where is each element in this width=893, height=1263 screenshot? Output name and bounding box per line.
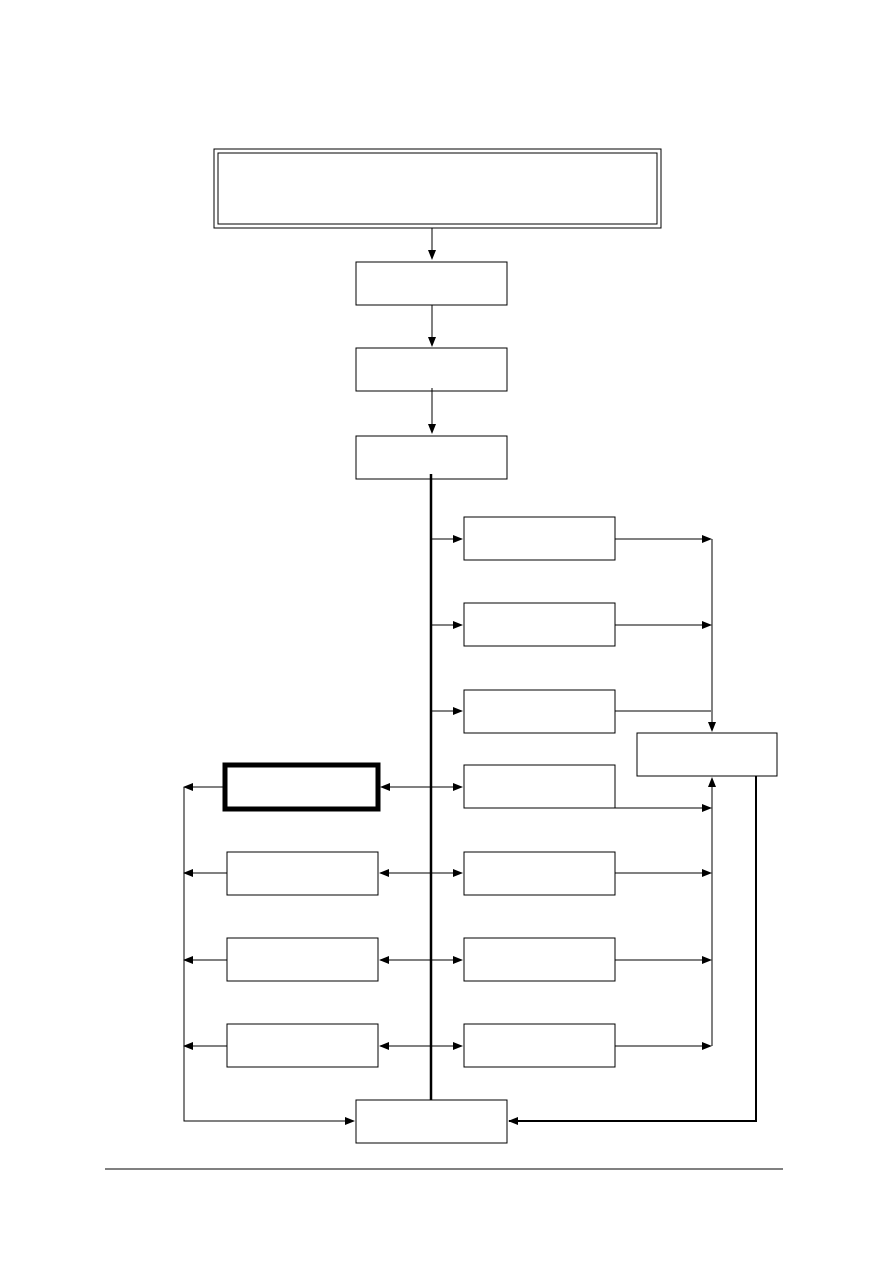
- node-bottom: [355, 1099, 508, 1144]
- node-step-1: [355, 261, 508, 306]
- connectors: [183, 228, 757, 1125]
- node-right-5: [463, 851, 616, 896]
- node-right-7: [463, 1023, 616, 1068]
- node-right-1: [463, 516, 616, 561]
- node-right-6: [463, 937, 616, 982]
- arrow-collector-to-bottom: [508, 776, 757, 1125]
- node-left-1: [222, 762, 381, 812]
- arrow-left-bus-to-bottom: [183, 787, 355, 1125]
- node-right-4: [463, 764, 616, 809]
- node-right-3: [463, 689, 616, 734]
- node-step-3: [355, 435, 508, 480]
- node-top: [213, 148, 662, 229]
- node-step-2: [355, 347, 508, 392]
- node-collector: [636, 732, 778, 777]
- node-left-2: [226, 851, 379, 896]
- node-left-4: [226, 1023, 379, 1068]
- node-left-3: [226, 937, 379, 982]
- node-right-2: [463, 602, 616, 647]
